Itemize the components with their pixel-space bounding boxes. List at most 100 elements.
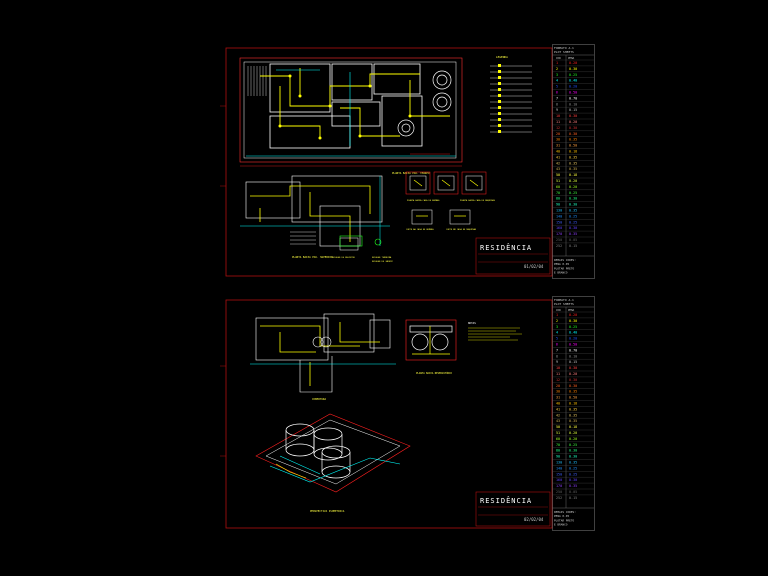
pen-row-cor: 42	[556, 161, 560, 165]
pen-row-pena: 0.50	[569, 144, 577, 148]
pen-row-pena: 0.30	[569, 319, 577, 323]
pen-row-pena: 0.20	[569, 437, 577, 441]
pen-row-pena: 0.25	[569, 466, 577, 470]
roof-plan-title: COBERTURA	[312, 397, 326, 401]
detail-title-f: DETALHE TORNEIRA	[372, 256, 392, 259]
pen-row-cor: 8	[556, 102, 558, 106]
pen-row-cor: 60	[556, 437, 560, 441]
pen-row-pena: 0.30	[569, 366, 577, 370]
pen-row-cor: 170	[556, 484, 562, 488]
notes-block: NOTAS	[468, 321, 522, 341]
pen-note-line: PENA 0.05	[554, 262, 569, 266]
pen-row-cor: 3	[556, 73, 558, 77]
pen-row-cor: 9	[556, 108, 558, 112]
pen-row-pena: 0.30	[569, 114, 577, 118]
pen-note-line: PLOTAR PRETO	[554, 266, 575, 270]
pen-row-cor: 160	[556, 478, 562, 482]
pen-row-pena: 0.30	[569, 132, 577, 136]
pen-row-pena: 0.10	[569, 102, 577, 106]
detail-title-e: DETALHE DO REGISTRO	[332, 256, 356, 259]
pen-row-pena: 0.15	[569, 496, 577, 500]
pen-row-cor: 140	[556, 214, 562, 218]
pen-row-cor: 250	[556, 238, 562, 242]
stamp-number: 01/02/04	[524, 264, 544, 269]
pen-row-pena: 0.35	[569, 413, 577, 417]
pen-row-cor: 7	[556, 348, 558, 352]
pen-row-cor: 43	[556, 167, 560, 171]
pen-row-cor: 10	[556, 366, 560, 370]
pen-note-line: PLOTAR PRETO	[554, 518, 575, 522]
pen-row-cor: 6	[556, 91, 558, 95]
pen-row-pena: 0.20	[569, 179, 577, 183]
pen-row-pena: 0.15	[569, 244, 577, 248]
pen-note-line: PENA 0.05	[554, 514, 569, 518]
drawing-sheet-1: PLANTA BAIXA PAV. TERREO LEGENDA	[220, 46, 600, 282]
tank-plan: PLANTA BAIXA RESERVATÓRIO	[405, 319, 457, 375]
pen-row-cor: 150	[556, 220, 562, 224]
pen-row-pena: 0.30	[569, 226, 577, 230]
pen-row-cor: 5	[556, 85, 558, 89]
pen-row-cor: 11	[556, 120, 560, 124]
pen-row-pena: 0.18	[569, 150, 577, 154]
pen-row-cor: 252	[556, 496, 562, 500]
pen-row-pena: 0.35	[569, 138, 577, 142]
pen-row-pena: 0.35	[569, 161, 577, 165]
pen-row-cor: 2	[556, 67, 558, 71]
upper-floor-plan: PLANTA BAIXA PAV. SUPERIOR	[240, 175, 390, 259]
pen-row-pena: 0.35	[569, 407, 577, 411]
pen-row-cor: 170	[556, 232, 562, 236]
pen-note-line: E BRANCO	[554, 523, 568, 527]
pen-row-pena: 0.30	[569, 203, 577, 207]
ground-floor-plan: PLANTA BAIXA PAV. TERREO	[239, 57, 463, 175]
stamp-title: RESIDÊNCIA	[480, 243, 532, 252]
pen-row-cor: 12	[556, 378, 560, 382]
pen-row-pena: 0.25	[569, 472, 577, 476]
pen-row-cor: 160	[556, 226, 562, 230]
pen-row-pena: 0.15	[569, 360, 577, 364]
pen-row-pena: 0.20	[569, 431, 577, 435]
pen-row-cor: 40	[556, 402, 560, 406]
pen-row-cor: 20	[556, 384, 560, 388]
pen-row-pena: 0.30	[569, 455, 577, 459]
pen-row-cor: 42	[556, 413, 560, 417]
pen-row-cor: 43	[556, 419, 560, 423]
plan-title-ground: PLANTA BAIXA PAV. TERREO	[392, 171, 430, 175]
pen-row-pena: 0.20	[569, 85, 577, 89]
pen-row-pena: 0.30	[569, 67, 577, 71]
detail-title-d: CORTE BB CASA DE MAQUINAS	[446, 228, 477, 231]
pen-row-cor: 10	[556, 114, 560, 118]
pen-row-cor: 80	[556, 449, 560, 453]
detail-title-g: DETALHE DE JARDIM	[372, 260, 393, 263]
pen-row-cor: 40	[556, 150, 560, 154]
pen-row-cor: 30	[556, 390, 560, 394]
pen-row-pena: 0.20	[569, 120, 577, 124]
pen-row-cor: 70	[556, 191, 560, 195]
pen-note-line: DEMAIS CORES:	[554, 510, 576, 514]
pen-row-cor: 8	[556, 354, 558, 358]
pen-row-pena: 0.15	[569, 108, 577, 112]
title-stamp: RESIDÊNCIA 02/02/04	[475, 491, 551, 527]
legend-title: LEGENDA	[496, 55, 508, 59]
pen-row-pena: 0.50	[569, 91, 577, 95]
pen-row-cor: 4	[556, 331, 558, 335]
stamp-title: RESIDÊNCIA	[480, 496, 532, 505]
pen-col-pena: PENA	[568, 56, 575, 60]
pen-row-pena: 0.40	[569, 79, 577, 83]
pen-row-cor: 50	[556, 425, 560, 429]
drawing-sheet-2: COBERTURA PLANTA BAIXA RESERVATÓRIO NOTA…	[220, 296, 600, 532]
pen-row-cor: 41	[556, 407, 560, 411]
pen-row-cor: 7	[556, 96, 558, 100]
legend-block: LEGENDA	[490, 55, 532, 133]
pen-row-cor: 9	[556, 360, 558, 364]
pen-row-pena: 0.20	[569, 61, 577, 65]
tank-plan-title: PLANTA BAIXA RESERVATÓRIO	[416, 372, 453, 375]
pen-row-pena: 0.20	[569, 313, 577, 317]
pen-col-pena: PENA	[568, 308, 575, 312]
pen-row-pena: 0.35	[569, 419, 577, 423]
pen-row-cor: 11	[556, 372, 560, 376]
pen-row-cor: 252	[556, 244, 562, 248]
pen-row-cor: 140	[556, 466, 562, 470]
